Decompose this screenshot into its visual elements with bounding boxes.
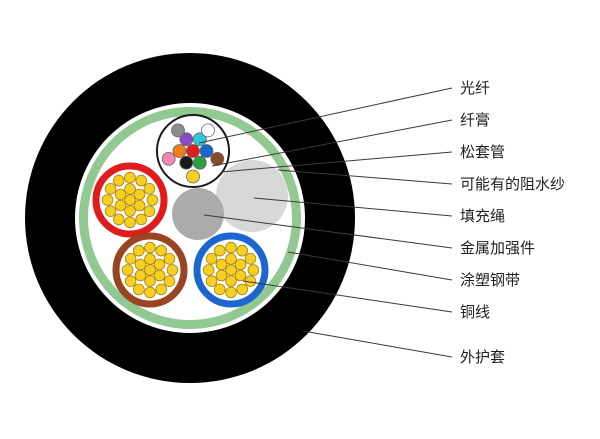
copper-wire-dot — [215, 269, 228, 282]
copper-wire-dot — [163, 275, 176, 288]
copper-wires-red — [101, 171, 159, 229]
copper-wire-dot — [121, 264, 134, 276]
copper-wire-dot — [143, 205, 156, 218]
optical-fiber-dot — [199, 144, 214, 158]
optical-fiber-dot — [192, 155, 207, 170]
copper-wire-dot — [215, 258, 228, 271]
copper-wire-dot — [113, 174, 125, 187]
copper-wire-dot — [133, 199, 146, 212]
optical-fiber-dot — [179, 132, 194, 147]
copper-wire-dot — [113, 213, 125, 226]
copper-wires-brown — [121, 241, 179, 299]
copper-wire-dot — [244, 252, 257, 265]
copper-wire-dot — [225, 286, 237, 299]
label-water-blocking-yarn: 可能有的阻水纱 — [460, 176, 565, 193]
copper-wire-dot — [234, 269, 247, 282]
label-loose-tube: 松套管 — [460, 144, 505, 161]
copper-wire-dot — [214, 283, 226, 296]
copper-wire-dot — [214, 244, 226, 257]
label-fiber-gel: 纤膏 — [460, 112, 490, 129]
label-coated-steel-tape: 涂塑钢带 — [460, 272, 520, 289]
leader-line-copper-wire — [242, 280, 453, 313]
copper-unit-red — [92, 162, 168, 238]
label-outer-sheath: 外护套 — [460, 349, 505, 366]
copper-wire-dot — [143, 183, 156, 195]
copper-wire-dot — [124, 252, 137, 265]
label-strength-member: 金属加强件 — [460, 240, 535, 257]
leader-line-loose-tube — [220, 151, 453, 173]
leader-line-strength-member — [203, 214, 453, 249]
optical-fiber-dot — [179, 155, 194, 170]
copper-wire-dot — [124, 183, 136, 195]
copper-wire-dot — [134, 258, 147, 271]
copper-wire-dot — [225, 264, 237, 276]
copper-wire-dot — [144, 275, 156, 287]
optical-fiber-dot — [172, 144, 187, 158]
copper-wire-dot — [104, 183, 117, 195]
leader-line-steel-tape — [287, 251, 453, 281]
copper-wire-dot — [153, 258, 166, 271]
optical-fiber-dot — [171, 123, 185, 138]
copper-wire-dot — [104, 205, 117, 218]
copper-wire-dot — [135, 213, 148, 226]
optical-fiber-dot — [201, 123, 215, 138]
cable-body — [25, 53, 355, 383]
copper-wire-dot — [234, 258, 247, 271]
copper-wires-blue — [202, 241, 260, 299]
copper-wire-dot — [153, 269, 166, 282]
leader-line-outer-sheath — [302, 330, 453, 358]
copper-wire-dot — [114, 199, 127, 212]
copper-wire-dot — [225, 275, 237, 287]
copper-wire-dot — [225, 241, 237, 254]
fiber-bundle — [161, 123, 225, 184]
copper-wire-dot — [124, 275, 137, 288]
loose-tube-unit — [156, 114, 230, 188]
copper-wire-dot — [155, 244, 168, 257]
copper-wire-dot — [166, 264, 179, 276]
optical-fiber-dot — [186, 144, 200, 158]
optical-fiber-dot — [161, 151, 176, 166]
copper-wire-dot — [134, 269, 147, 282]
copper-wire-dot — [205, 275, 218, 288]
copper-wire-dot — [101, 194, 114, 206]
copper-unit-brown — [112, 232, 188, 308]
optical-fiber-dot — [186, 169, 200, 184]
strength-member-circle — [172, 188, 224, 240]
copper-wire-dot — [124, 171, 136, 184]
label-filler-rope: 填充绳 — [460, 208, 505, 225]
copper-wire-dot — [144, 253, 156, 265]
copper-wire-dot — [155, 283, 168, 296]
copper-wire-dot — [146, 194, 159, 206]
copper-wire-dot — [144, 264, 156, 276]
copper-wire-dot — [133, 244, 145, 257]
filler-rope-circle — [216, 160, 288, 232]
leader-line-filler-rope — [253, 197, 453, 217]
copper-wire-dot — [163, 252, 176, 265]
label-optical-fiber: 光纤 — [460, 80, 490, 97]
copper-unit-blue — [193, 232, 269, 308]
copper-wire-dot — [225, 253, 237, 265]
copper-wire-dot — [135, 174, 148, 187]
copper-wire-dot — [133, 188, 146, 201]
copper-wire-dot — [236, 244, 249, 257]
leader-line-fiber-gel — [211, 119, 453, 167]
copper-wire-dot — [124, 205, 136, 217]
copper-wire-dot — [124, 194, 136, 206]
leader-line-optical-fiber — [198, 87, 453, 144]
copper-wire-dot — [202, 264, 215, 276]
copper-wire-dot — [133, 283, 145, 296]
copper-wire-dot — [236, 283, 249, 296]
copper-wire-dot — [144, 241, 156, 254]
label-column: 光纤 纤膏 松套管 可能有的阻水纱 填充绳 金属加强件 涂塑钢带 铜线 外护套 — [460, 80, 565, 366]
copper-wire-dot — [247, 264, 260, 276]
copper-wire-dot — [114, 188, 127, 201]
leader-line-water-blocking-yarn — [277, 169, 453, 185]
label-copper-wire: 铜线 — [460, 304, 490, 321]
optical-fiber-dot — [210, 151, 225, 166]
leader-lines — [198, 87, 453, 358]
copper-wire-dot — [144, 286, 156, 299]
copper-wire-dot — [124, 216, 136, 229]
copper-wire-dot — [205, 252, 218, 265]
